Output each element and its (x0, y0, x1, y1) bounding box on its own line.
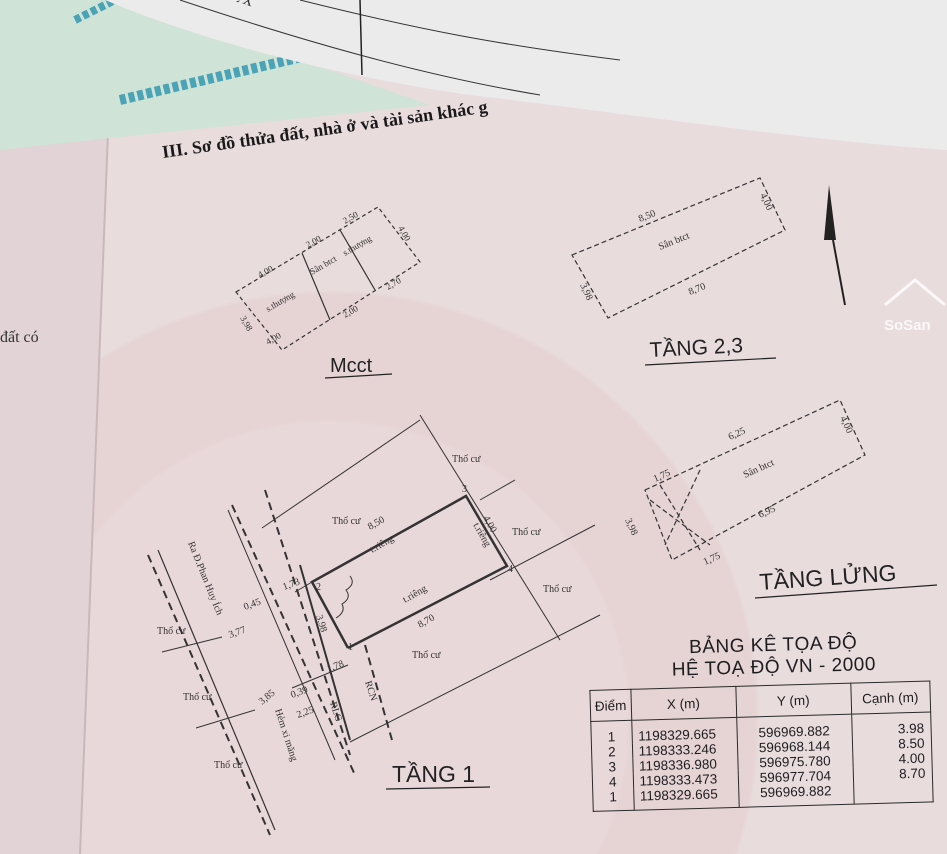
neighbor-label: Thổ cư (512, 527, 541, 538)
cell: 8.70 (852, 765, 933, 783)
cell (853, 780, 933, 805)
col-header: Điểm (589, 689, 632, 722)
point-label: 2 (316, 582, 321, 593)
coordinate-table: BẢNG KÊ TỌA ĐỘ HỆ TOẠ ĐỘ VN - 2000 Điểm … (588, 630, 947, 812)
green-cover-page (0, 0, 430, 150)
neighbor-label: Thổ cư (452, 454, 481, 465)
neighbor-label: Thổ cư (183, 692, 212, 703)
col-header: X (m) (630, 686, 737, 721)
curled-top-page (105, 0, 947, 150)
neighbor-label: Thổ cư (543, 584, 572, 595)
cell: 4 (592, 773, 634, 790)
point-label: 3 (462, 484, 467, 495)
watermark-text: SoSan (884, 317, 931, 334)
tang23-title: TẦNG 2,3 (649, 334, 743, 362)
left-page-text: đất có (0, 329, 39, 346)
cell: 1 (592, 788, 634, 812)
cell: 3 (591, 758, 633, 775)
left-page (0, 132, 108, 854)
point-label: 1 (348, 642, 353, 653)
neighbor-label: Thổ cư (157, 626, 186, 637)
col-header: Cạnh (m) (850, 680, 931, 715)
cell: 1 (590, 720, 632, 745)
neighbor-label: Thổ cư (332, 516, 361, 527)
cell: 596969.882 (736, 714, 852, 741)
stair-symbol (335, 575, 353, 619)
cell: 1198329.665 (631, 717, 737, 744)
tang-lung-diagram (644, 399, 866, 561)
tang1-title: TẦNG 1 (392, 760, 475, 787)
tang23-diagram (571, 177, 786, 319)
neighbor-label: Thổ cư (412, 650, 441, 661)
cell: 3.98 (851, 711, 931, 738)
dim-left: 3,98 (313, 614, 329, 634)
tang1-diagram (147, 414, 601, 836)
watermark-logo: SoSan (884, 278, 946, 334)
cell: 1198329.665 (633, 785, 739, 811)
mcct-title: Mcct (330, 355, 373, 377)
north-arrow-icon (824, 185, 846, 306)
col-header: Y (m) (735, 683, 852, 718)
point-label: 4 (508, 564, 513, 575)
cell: 596969.882 (738, 782, 854, 808)
mcct-diagram (235, 206, 421, 351)
meander-border (118, 50, 312, 105)
cell: 2 (591, 743, 633, 760)
neighbor-label: Thổ cư (214, 760, 243, 771)
